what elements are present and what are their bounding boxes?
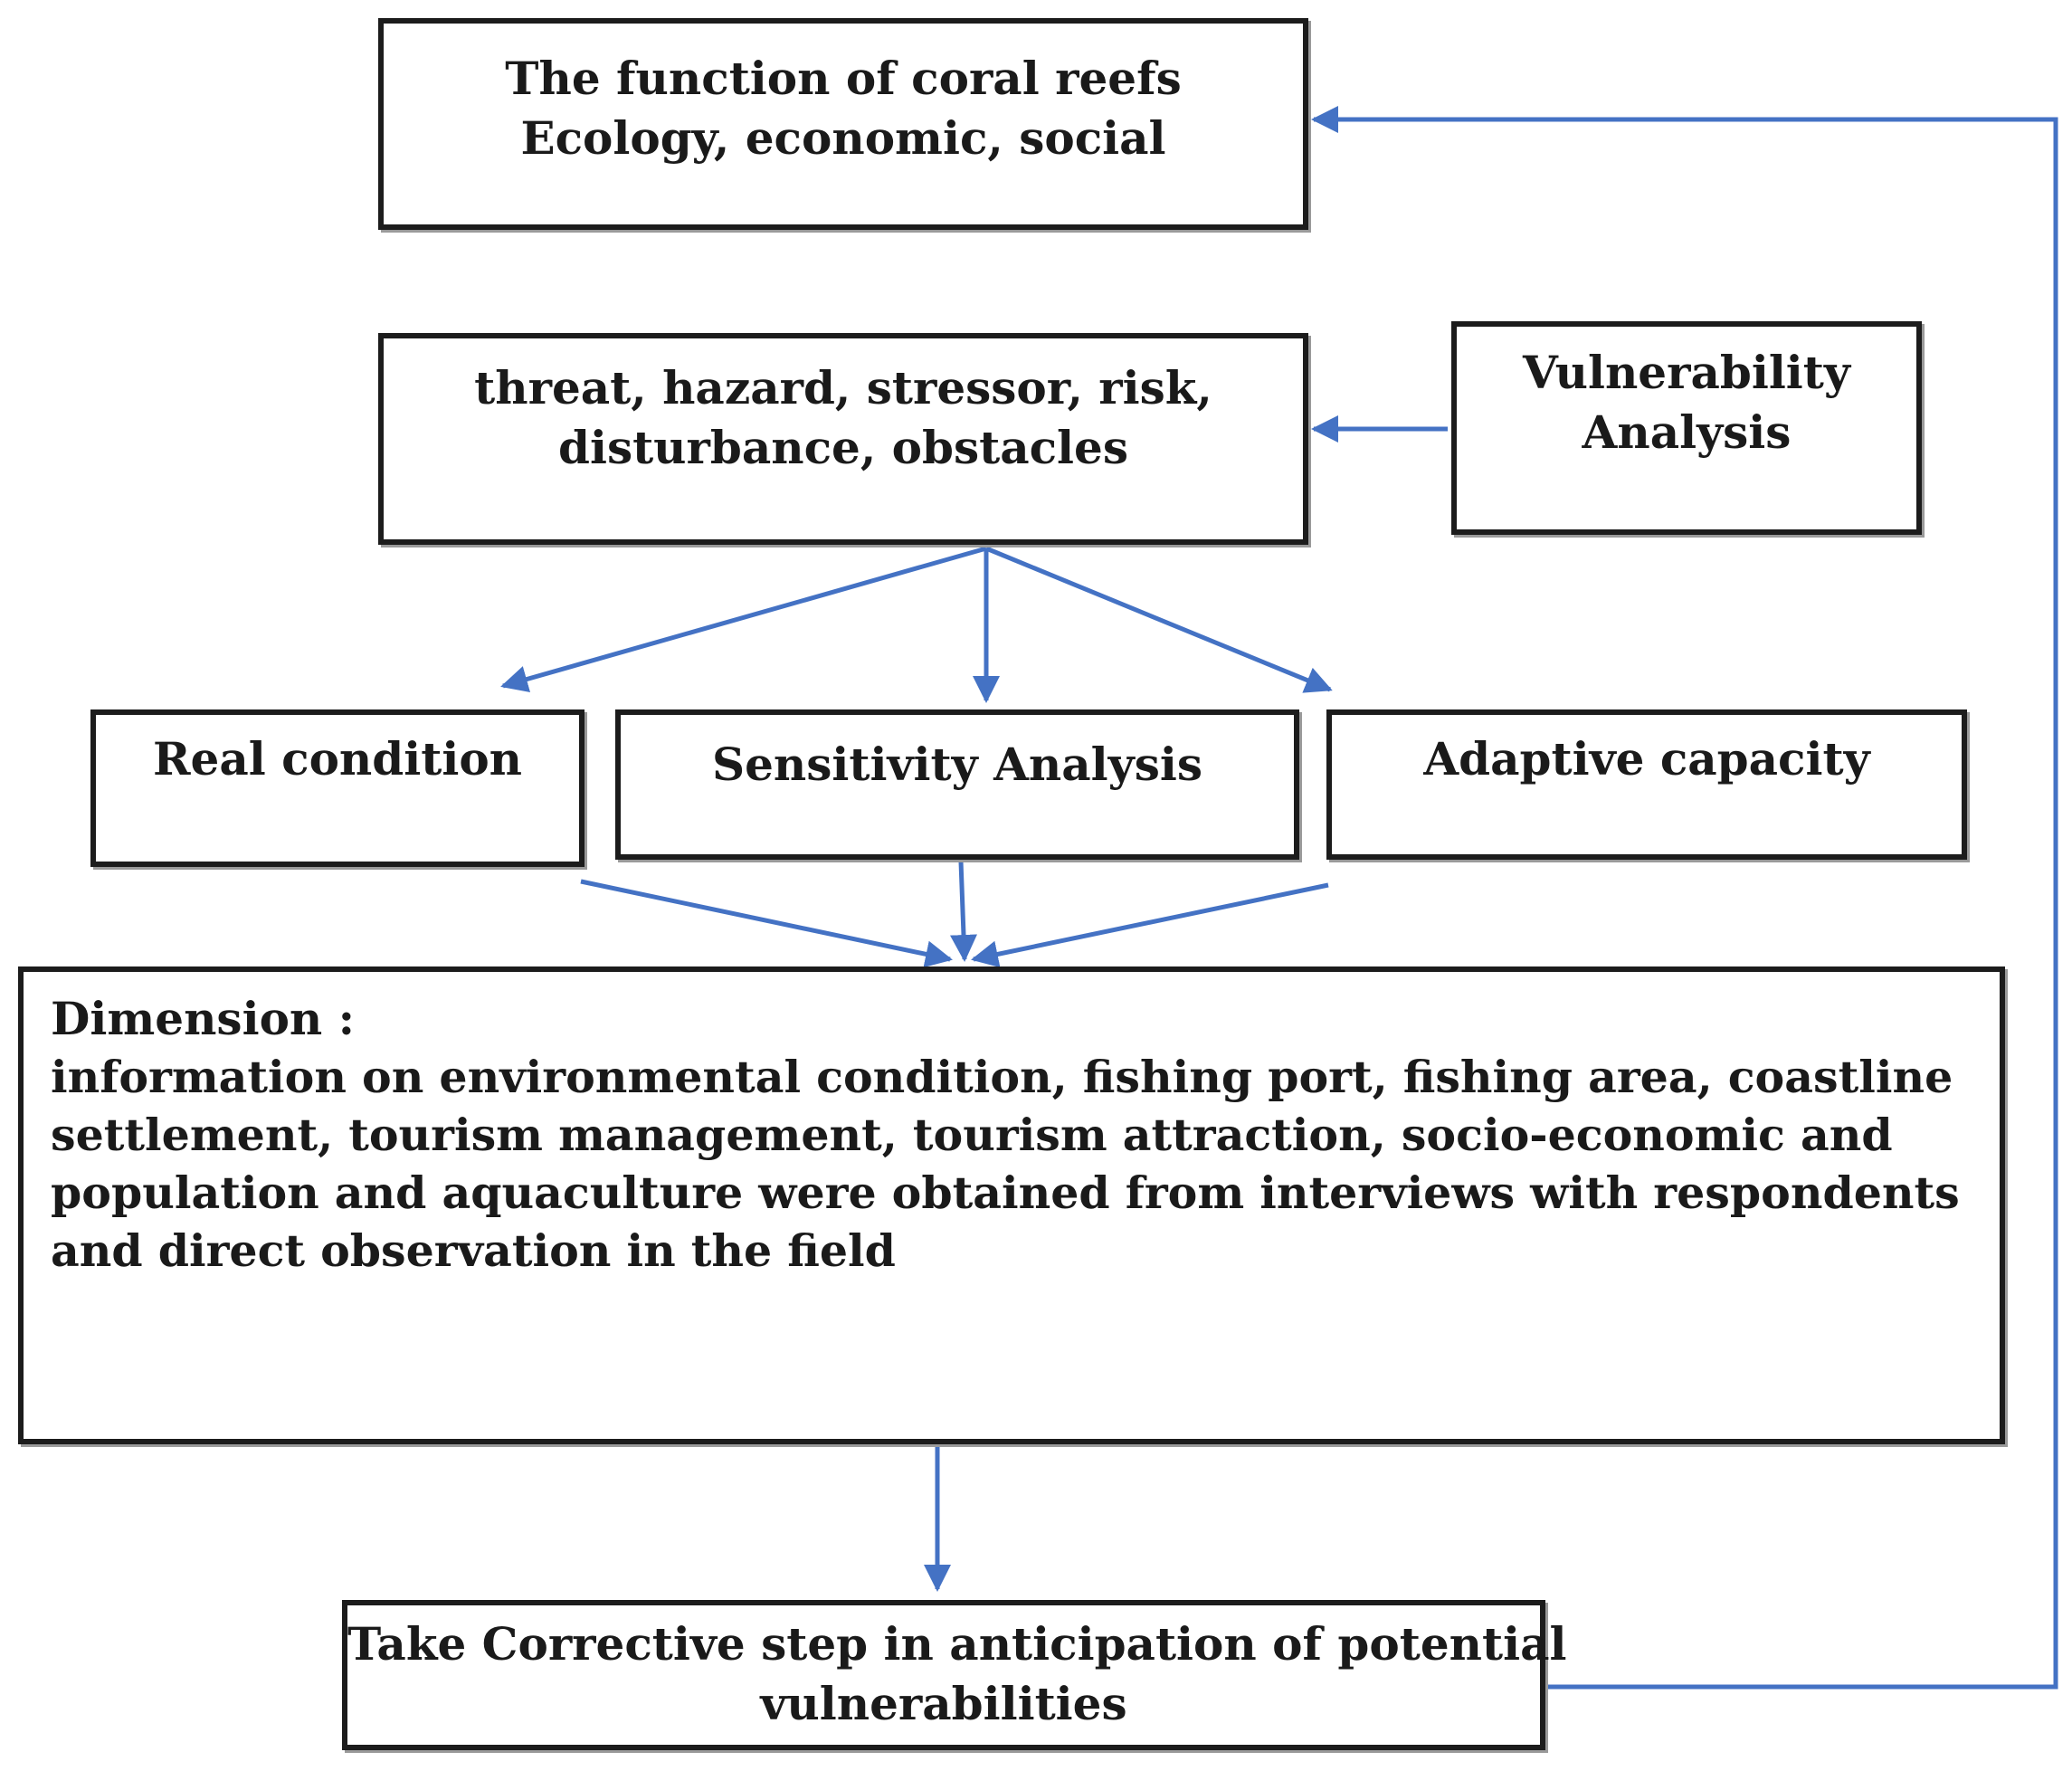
- corrective-step-text: Take Corrective step in anticipation of …: [347, 1614, 1567, 1734]
- threat-line1: threat, hazard, stressor, risk,: [474, 361, 1212, 414]
- vulnerability-analysis-text: Vulnerability Analysis: [1457, 343, 1916, 462]
- adaptive-capacity-box: Adaptive capacity: [1326, 709, 1967, 860]
- sensitivity-analysis-label: Sensitivity Analysis: [712, 738, 1202, 791]
- coral-reef-function-text: The function of coral reefs Ecology, eco…: [384, 49, 1303, 168]
- coral-reef-function-line2: Ecology, economic, social: [520, 111, 1166, 165]
- dimension-title: Dimension :: [51, 992, 356, 1045]
- vulnerability-analysis-line2: Analysis: [1582, 405, 1792, 459]
- arrow-adaptive-to-dimension: [971, 882, 1329, 968]
- corrective-step-line1: Take Corrective step in anticipation of …: [347, 1617, 1567, 1671]
- coral-reef-function-box: The function of coral reefs Ecology, eco…: [378, 18, 1308, 230]
- threat-line2: disturbance, obstacles: [557, 421, 1129, 474]
- arrow-threat-to-real-condition: [500, 546, 987, 693]
- corrective-step-line2: vulnerabilities: [760, 1677, 1127, 1730]
- arrow-real-condition-to-dimension: [580, 879, 953, 968]
- arrow-feedback-corrective-to-function: [1311, 106, 2058, 1690]
- dimension-box: Dimension : information on environmental…: [18, 966, 2005, 1444]
- threat-text: threat, hazard, stressor, risk, disturba…: [384, 358, 1303, 478]
- real-condition-box: Real condition: [90, 709, 585, 867]
- real-condition-label: Real condition: [152, 732, 523, 786]
- sensitivity-analysis-box: Sensitivity Analysis: [615, 709, 1299, 860]
- threat-box: threat, hazard, stressor, risk, disturba…: [378, 333, 1308, 545]
- adaptive-capacity-label: Adaptive capacity: [1423, 732, 1870, 786]
- coral-reef-function-line1: The function of coral reefs: [505, 52, 1182, 105]
- vulnerability-analysis-box: Vulnerability Analysis: [1451, 321, 1922, 535]
- vulnerability-analysis-line1: Vulnerability: [1523, 346, 1850, 399]
- arrow-sensitivity-to-dimension: [950, 861, 977, 962]
- dimension-body: information on environmental condition, …: [51, 1051, 1960, 1277]
- corrective-step-box: Take Corrective step in anticipation of …: [342, 1600, 1567, 1750]
- arrow-threat-to-adaptive: [985, 546, 1333, 693]
